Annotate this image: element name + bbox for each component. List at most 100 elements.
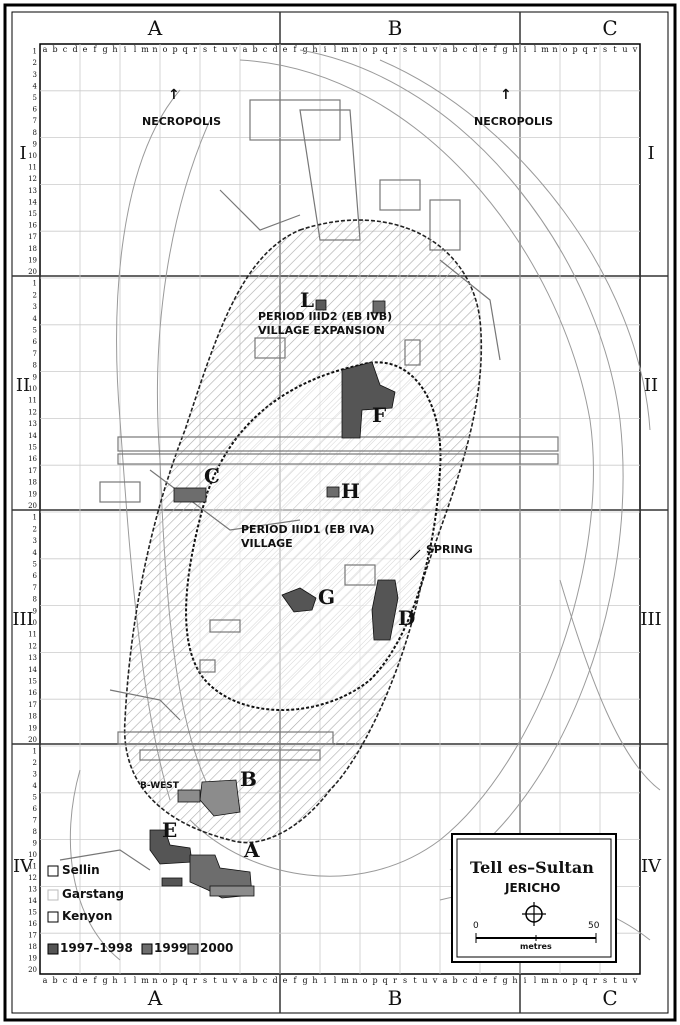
row-label-iii-left: III <box>12 609 34 630</box>
edge-row-number: 3 <box>33 771 37 779</box>
column-label-c-bottom: C <box>602 986 618 1010</box>
edge-row-number: 2 <box>33 525 37 533</box>
inner-frame <box>11 11 669 1014</box>
edge-row-number: 3 <box>33 71 37 79</box>
edge-row-number: 16 <box>28 689 37 697</box>
edge-letter: h <box>312 45 317 54</box>
edge-row-number: 5 <box>33 327 37 335</box>
row-label-i-left: I <box>19 143 27 164</box>
edge-letter: r <box>593 976 597 985</box>
edge-letter: i <box>524 45 527 54</box>
edge-letter: n <box>352 976 357 985</box>
edge-row-number: 7 <box>33 817 37 825</box>
edge-row-number: 4 <box>33 549 38 557</box>
scale-max-label: 50 <box>588 921 600 931</box>
edge-row-number: 10 <box>28 385 37 393</box>
row-label-i-right: I <box>647 143 655 164</box>
edge-letter: r <box>593 45 597 54</box>
edge-letter: e <box>483 45 488 54</box>
edge-letter: o <box>563 45 568 54</box>
edge-row-number: 17 <box>28 233 37 241</box>
edge-letter: i <box>324 45 327 54</box>
edge-row-number: 8 <box>33 362 37 370</box>
edge-row-number: 20 <box>28 736 37 744</box>
legend-sellin: Sellin <box>62 863 100 877</box>
edge-row-number: 19 <box>28 955 37 963</box>
edge-letter: g <box>302 976 307 985</box>
legend-season-2000: 2000 <box>200 941 234 955</box>
edge-letter: d <box>272 45 277 54</box>
edge-letter: d <box>272 976 277 985</box>
edge-row-number: 9 <box>33 840 37 848</box>
edge-letter: q <box>582 976 587 985</box>
edge-letter: t <box>613 976 617 985</box>
edge-letter: e <box>83 976 88 985</box>
edge-letter: t <box>213 45 217 54</box>
edge-letter: c <box>263 45 268 54</box>
edge-letter: p <box>572 976 577 985</box>
edge-letter: q <box>382 45 387 54</box>
arrow-up-icon: ↑ <box>168 87 180 103</box>
edge-letter: m <box>541 976 549 985</box>
edge-row-number: 15 <box>28 909 37 917</box>
edge-row-number: 15 <box>28 444 37 452</box>
area-label-a: A <box>244 838 260 862</box>
edge-letter: a <box>443 976 448 985</box>
area-l-trench <box>315 299 327 311</box>
edge-row-number: 18 <box>28 943 37 951</box>
edge-letter: l <box>134 45 137 54</box>
edge-letter: r <box>393 976 397 985</box>
edge-row-number: 12 <box>28 642 37 650</box>
edge-letter: p <box>572 45 577 54</box>
area-f-trench <box>341 361 396 439</box>
edge-letter: s <box>403 45 407 54</box>
edge-letter: h <box>512 976 517 985</box>
edge-letter: f <box>494 976 498 985</box>
necropolis-label-right: NECROPOLIS <box>474 115 554 128</box>
area-label-f: F <box>372 403 387 427</box>
scale-min-label: 0 <box>473 921 479 931</box>
edge-letter: g <box>502 45 507 54</box>
edge-row-number: 3 <box>33 303 37 311</box>
edge-row-number: 1 <box>33 48 37 56</box>
column-label-b-top: B <box>387 16 403 40</box>
edge-letter: p <box>172 45 177 54</box>
edge-letter: a <box>243 976 248 985</box>
edge-row-number: 7 <box>33 117 37 125</box>
edge-row-number: 16 <box>28 222 37 230</box>
edge-letter: a <box>443 45 448 54</box>
edge-row-number: 14 <box>28 897 37 905</box>
period-iiid1-label: PERIOD IIID1 (EB IVA) <box>241 523 375 536</box>
edge-letter: m <box>541 45 549 54</box>
edge-letter: d <box>72 976 77 985</box>
edge-letter: m <box>341 45 349 54</box>
edge-letter: e <box>483 976 488 985</box>
edge-letter: c <box>263 976 268 985</box>
edge-row-number: 15 <box>28 678 37 686</box>
edge-letter: h <box>112 45 117 54</box>
edge-letter: u <box>622 45 627 54</box>
edge-row-number: 4 <box>33 782 38 790</box>
edge-letter: b <box>52 976 57 985</box>
area-label-l: L <box>300 288 315 312</box>
outer-frame <box>3 3 677 1022</box>
edge-letter: a <box>43 976 48 985</box>
edge-letter: i <box>324 976 327 985</box>
edge-letter: l <box>134 976 137 985</box>
edge-letter: u <box>422 45 427 54</box>
edge-letter: b <box>252 976 257 985</box>
edge-letter: n <box>352 45 357 54</box>
edge-letter: o <box>163 976 168 985</box>
edge-row-number: 13 <box>28 654 37 662</box>
edge-letter: f <box>94 45 98 54</box>
edge-row-number: 10 <box>28 152 37 160</box>
edge-letter: o <box>563 976 568 985</box>
area-h-trench <box>326 486 340 498</box>
area-b-west-trench <box>177 789 201 803</box>
edge-letter: h <box>512 45 517 54</box>
edge-letter: c <box>63 45 68 54</box>
edge-row-number: 18 <box>28 245 37 253</box>
edge-letter: b <box>252 45 257 54</box>
edge-letter: v <box>632 976 638 985</box>
